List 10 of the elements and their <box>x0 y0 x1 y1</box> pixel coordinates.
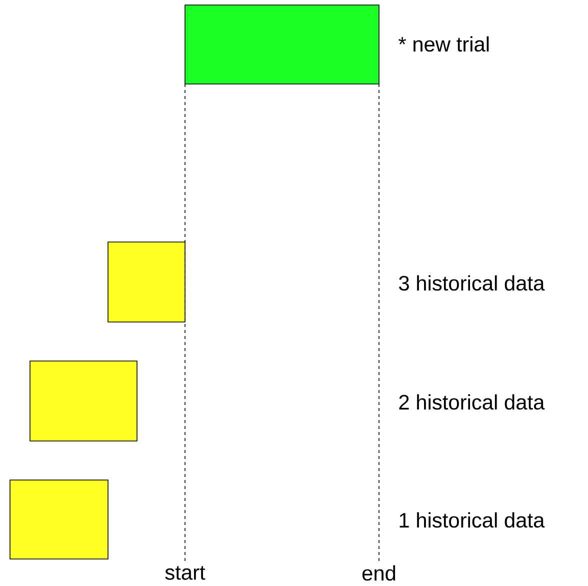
bar <box>10 480 108 560</box>
row-label: 1 historical data <box>400 512 545 528</box>
bar <box>108 242 186 322</box>
row-label: 2 historical data <box>399 394 545 410</box>
bar <box>184 4 380 84</box>
bar <box>30 360 138 442</box>
axis-label: end <box>362 565 396 581</box>
row-label: * new trial <box>398 36 489 52</box>
row-label: 3 historical data <box>399 275 545 291</box>
axis-label: start <box>165 566 206 580</box>
